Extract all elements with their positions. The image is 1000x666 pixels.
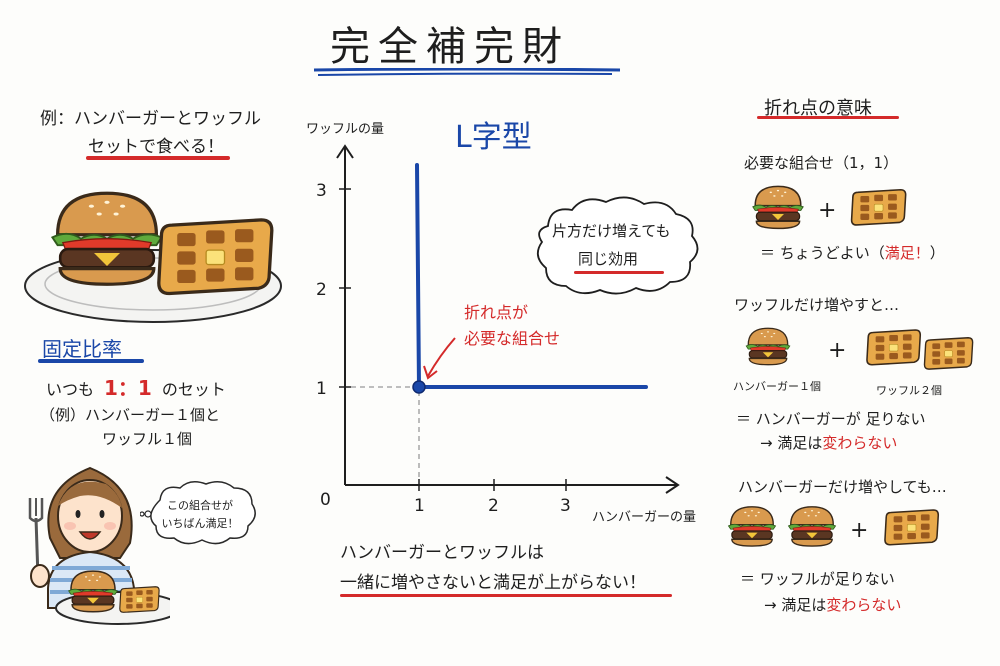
cloud-underline: [574, 271, 664, 274]
hamburger-icon: [742, 326, 794, 368]
conclusion-line-1: ハンバーガーとワッフルは: [340, 543, 544, 563]
case1-result-suffix: ）: [929, 244, 945, 262]
waffle-icon: [862, 326, 924, 370]
waffle-icon: [846, 186, 910, 230]
svg-text:2: 2: [316, 280, 327, 300]
example-detail-1: （例）ハンバーガー１個と: [40, 406, 221, 424]
conclusion-line-2: 一緒に増やさないと満足が上がらない！: [340, 573, 646, 593]
thought-bubble: [140, 481, 256, 545]
ratio-prefix: いつも: [46, 380, 95, 399]
example-detail-2: ワッフル１個: [102, 430, 193, 448]
thought-text: この組合せが いちばん満足！: [150, 497, 250, 533]
svg-text:3: 3: [316, 181, 327, 201]
svg-text:2: 2: [488, 496, 499, 516]
girl-illustration: [28, 466, 170, 625]
svg-text:1: 1: [316, 379, 327, 399]
plus-sign: +: [828, 338, 847, 363]
cloud-text-2: 同じ効用: [578, 250, 639, 268]
kink-meaning-underline: [757, 116, 899, 119]
case1-result-prefix: ＝ ちょうどよい（: [760, 244, 885, 262]
ratio-suffix: のセット: [161, 380, 226, 399]
case2-result2-prefix: → 満足は: [760, 434, 823, 452]
hamburger-icon: [784, 504, 840, 550]
case3-result2-prefix: → 満足は: [764, 596, 827, 614]
title-underline: [313, 68, 621, 76]
ratio-value: 1：1: [104, 376, 152, 400]
svg-text:3: 3: [560, 496, 571, 516]
fixed-ratio-underline: [38, 359, 144, 363]
example-underline: [86, 156, 230, 160]
burger-waffle-plate-illustration: [24, 191, 282, 323]
example-line-2: セットで食べる！: [88, 137, 224, 157]
svg-text:0: 0: [320, 490, 331, 510]
note-cloud: [536, 196, 699, 295]
hamburger-icon: [50, 191, 164, 286]
indifference-curve-chart: 3 2 1 0 1 2 3: [316, 144, 699, 516]
cloud-text-1: 片方だけ増えても: [552, 222, 671, 240]
waffle-icon: [880, 506, 942, 550]
y-axis-label: ワッフルの量: [306, 122, 385, 137]
waffle-icon: [920, 334, 976, 374]
example-line-1: 例：ハンバーガーとワッフル: [40, 109, 261, 129]
x-axis-label: ハンバーガーの量: [592, 510, 697, 525]
page-title: 完全補完財: [330, 24, 570, 70]
case3-result2: → 満足は変わらない: [764, 594, 901, 615]
case3-result1: ＝ ワッフルが足りない: [740, 570, 895, 588]
ratio-statement: いつも 1：1 のセット: [46, 372, 226, 401]
hamburger-icon: [748, 184, 808, 232]
plus-sign: +: [850, 518, 869, 543]
waffle-icon: [157, 218, 274, 296]
case2-heading: ワッフルだけ増やすと…: [734, 296, 900, 314]
kink-point: [412, 380, 426, 394]
thought-line-1: この組合せが: [167, 499, 233, 512]
svg-text:1: 1: [414, 496, 425, 516]
case1-heading: 必要な組合せ（1，1）: [744, 154, 899, 172]
thought-line-2: いちばん満足！: [161, 517, 239, 530]
case1-result-highlight: 満足！: [884, 244, 930, 262]
case2-waffle-label: ワッフル２個: [876, 384, 942, 397]
fixed-ratio-title: 固定比率: [42, 337, 122, 361]
hamburger-icon: [724, 504, 780, 550]
kink-meaning-title: 折れ点の意味: [764, 98, 872, 119]
case3-heading: ハンバーガーだけ増やしても…: [738, 478, 947, 496]
conclusion-underline: [340, 594, 672, 597]
case2-result2-highlight: 変わらない: [822, 434, 898, 452]
case3-result2-highlight: 変わらない: [826, 596, 902, 614]
kink-note-line-1: 折れ点が: [464, 303, 529, 322]
kink-note: 折れ点が 必要な組合せ: [464, 300, 560, 352]
case2-burger-label: ハンバーガー１個: [733, 380, 821, 393]
kink-note-line-2: 必要な組合せ: [464, 329, 561, 348]
case2-result1: ＝ ハンバーガーが 足りない: [736, 410, 926, 428]
l-shape-label: L字型: [455, 120, 532, 155]
plus-sign: +: [818, 198, 837, 223]
case1-result: ＝ ちょうどよい（満足！）: [760, 242, 945, 263]
case2-result2: → 満足は変わらない: [760, 432, 897, 453]
